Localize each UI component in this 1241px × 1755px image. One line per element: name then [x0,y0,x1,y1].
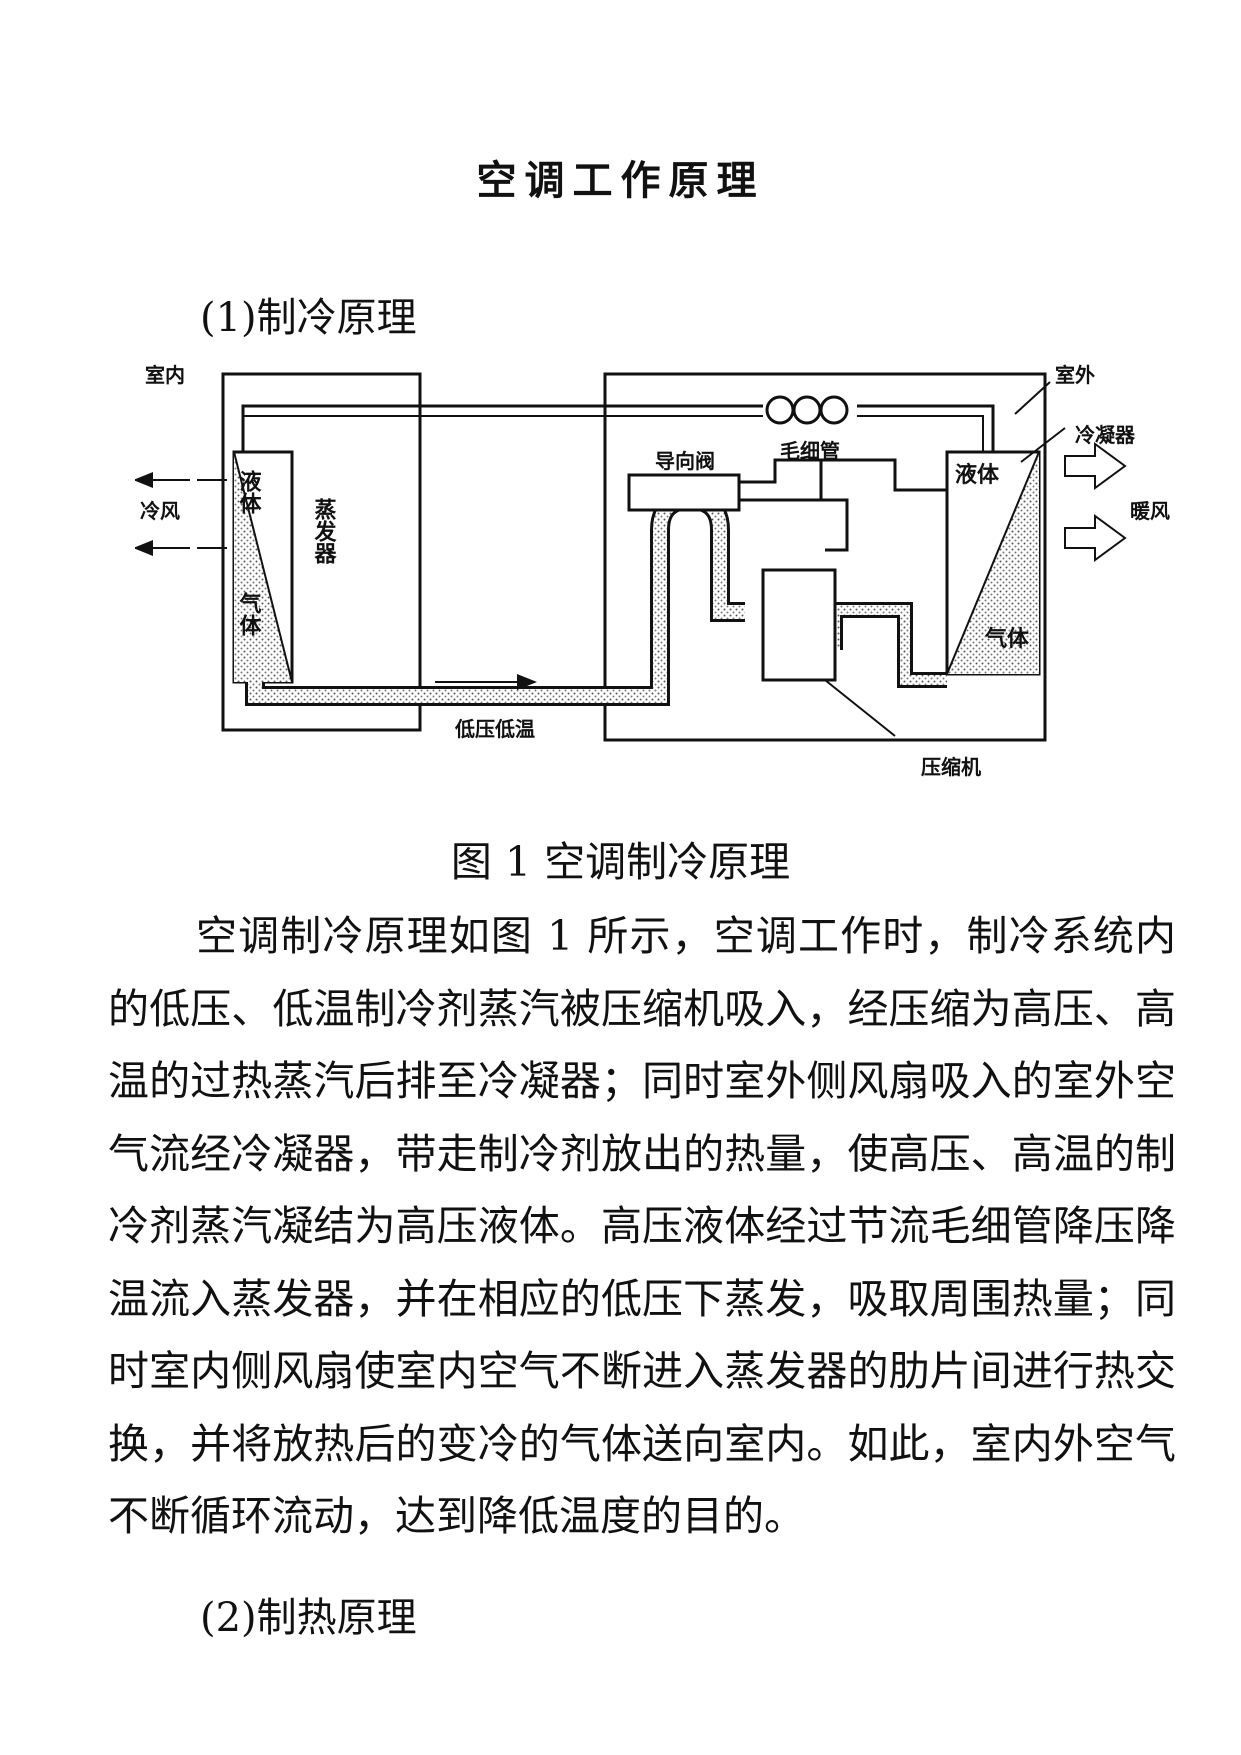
label-outdoor: 室外 [1055,363,1095,387]
label-cold-wind: 冷风 [140,499,180,523]
body-paragraph: 空调制冷原理如图 1 所示，空调工作时，制冷系统内的低压、低温制冷剂蒸汽被压缩机… [108,912,1176,1540]
label-indoor: 室内 [145,363,185,387]
label-gas-left: 气体 [236,591,263,636]
label-warm-wind: 暖风 [1130,499,1170,523]
label-low-pressure: 低压低温 [454,717,535,741]
label-valve: 导向阀 [655,449,715,473]
capillary-coil-icon [765,395,849,425]
cooling-diagram: 室内 室外 毛细管 冷凝器 导向阀 冷风 暖风 液体 气体 低压低温 压缩机 液… [135,363,1170,779]
page-title: 空调工作原理 [476,158,765,204]
section-heading-cooling: (1)制冷原理 [200,295,417,341]
compressor-box [761,568,837,682]
figure-caption: 图 1 空调制冷原理 [450,838,791,886]
reversing-valve [627,473,741,512]
indoor-unit-box [221,372,422,732]
liquid-line [241,404,995,452]
label-liquid-right: 液体 [955,462,1000,488]
label-compressor: 压缩机 [921,755,981,779]
label-capillary: 毛细管 [780,439,840,463]
warm-air-arrow-icon [1064,514,1127,562]
outdoor-unit-box [603,372,1047,742]
label-condenser: 冷凝器 [1075,423,1136,447]
label-evaporator: 蒸发器 [311,498,338,565]
warm-air-arrow-icon [1064,442,1127,490]
section-heading-heating: (2)制热原理 [200,1595,417,1641]
label-gas-right: 气体 [984,626,1030,652]
label-liquid-left: 液体 [236,469,262,514]
